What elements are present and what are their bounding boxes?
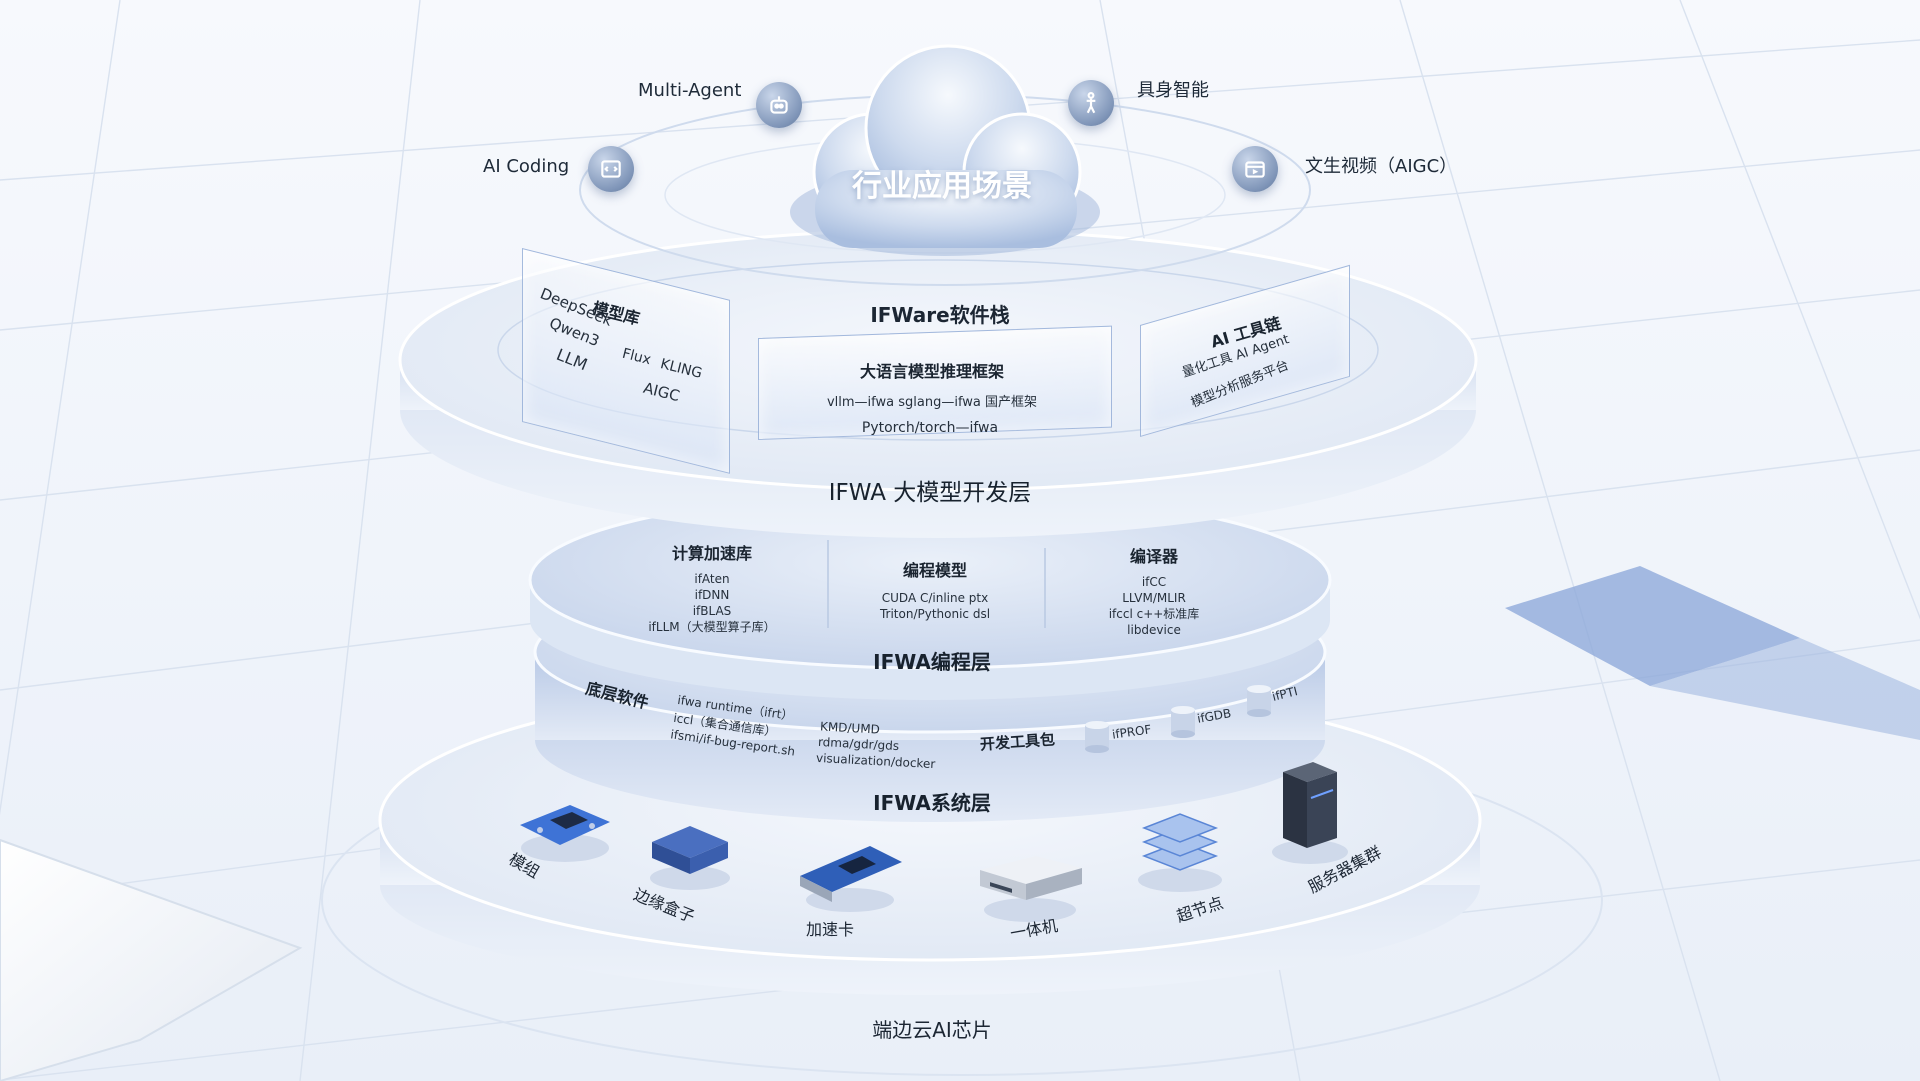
video-icon[interactable]	[1232, 146, 1278, 192]
compute-lib-item-1: ifDNN	[694, 588, 730, 602]
compute-lib-item-3: ifLLM（大模型算子库）	[648, 620, 776, 634]
footer-chip-label: 端边云AI芯片	[872, 1018, 992, 1042]
label-video-aigc: 文生视频（AIGC）	[1305, 156, 1458, 177]
compiler-item-1: LLVM/MLIR	[1122, 591, 1186, 605]
prog-model-title: 编程模型	[902, 561, 968, 580]
llm-framework-line1: vllm—ifwa sglang—ifwa 国产框架	[826, 395, 1038, 410]
compiler-item-0: ifCC	[1141, 575, 1167, 589]
compiler-title: 编译器	[1129, 547, 1179, 566]
robot-icon[interactable]	[756, 82, 802, 128]
humanoid-icon[interactable]	[1068, 80, 1114, 126]
compiler-item-3: libdevice	[1127, 623, 1181, 637]
dev-layer-title: IFWA 大模型开发层	[828, 480, 1032, 506]
driver-item-0: KMD/UMD	[819, 719, 881, 737]
label-embodied: 具身智能	[1137, 80, 1209, 101]
code-icon[interactable]	[588, 146, 634, 192]
llm-framework-title: 大语言模型推理框架	[859, 362, 1005, 381]
device-accelerator-card-label: 加速卡	[806, 920, 855, 939]
label-multi-agent: Multi-Agent	[638, 80, 742, 101]
llm-framework-line2: Pytorch/torch—ifwa	[861, 420, 999, 436]
all-in-one-device-icon	[980, 856, 1082, 922]
compiler-item-2: ifccl c++标准库	[1108, 607, 1200, 621]
compute-lib-item-2: ifBLAS	[692, 604, 732, 618]
module-device-icon	[520, 805, 610, 862]
ifgdb-cylinder-icon	[1171, 706, 1195, 738]
compute-lib-item-0: ifAten	[694, 572, 730, 586]
software-stack-title: IFWare软件栈	[870, 303, 1010, 327]
ifpti-cylinder-icon	[1247, 685, 1271, 717]
sys-layer-title: IFWA系统层	[873, 791, 991, 815]
compute-lib-title: 计算加速库	[671, 544, 753, 563]
accelerator-card-device-icon	[800, 846, 902, 912]
prog-layer-title: IFWA编程层	[873, 650, 991, 674]
prog-model-item-1: Triton/Pythonic dsl	[879, 607, 991, 621]
ifprof-cylinder-icon	[1085, 721, 1109, 753]
server-cluster-device-icon	[1272, 762, 1348, 864]
edge-box-device-icon	[650, 826, 730, 890]
supernode-device-icon	[1138, 813, 1222, 892]
label-ai-coding: AI Coding	[483, 156, 570, 177]
cloud-title: 行业应用场景	[852, 169, 1032, 204]
prog-model-item-0: CUDA C/inline ptx	[881, 591, 989, 605]
